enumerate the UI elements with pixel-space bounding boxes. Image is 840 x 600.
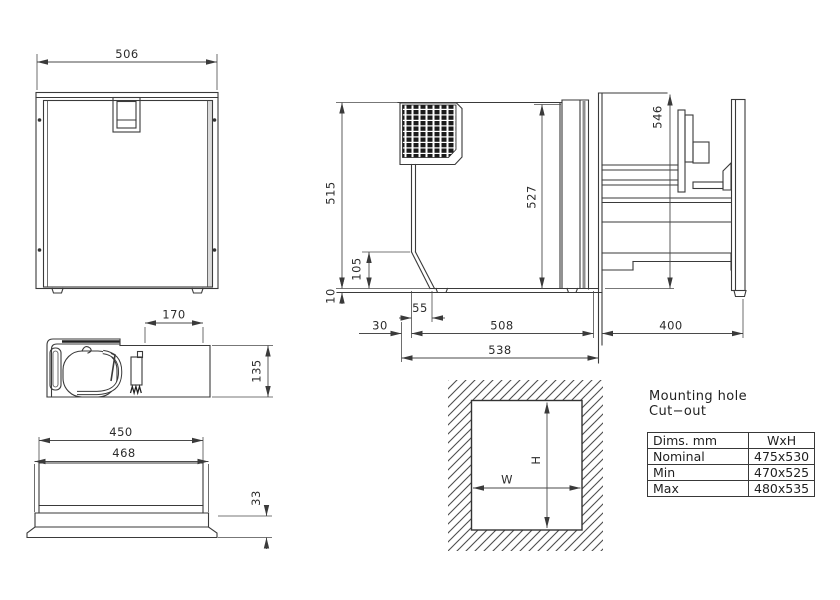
bracket-arm	[692, 181, 724, 190]
cabinet-outer-frame	[35, 91, 219, 290]
dim-450: 450	[38, 425, 204, 461]
cutout-dimensions-table: Dims. mm WxH Nominal 475x530 Min 470x525…	[647, 432, 816, 497]
dim-label-468: 468	[112, 446, 135, 460]
latch-outer	[112, 96, 141, 133]
bracket-bar-short	[684, 114, 694, 163]
bracket-plate	[49, 347, 62, 391]
dim-label-170: 170	[162, 308, 185, 322]
dim-label-400: 400	[659, 319, 682, 333]
dim-105: 105	[350, 251, 410, 289]
dim-400: 400	[602, 299, 744, 338]
screw-icon	[37, 248, 42, 252]
condenser-surround	[399, 102, 463, 166]
dim-label-30: 30	[372, 319, 388, 333]
dim-538: 538	[401, 343, 599, 361]
row-value: 480x535	[747, 480, 816, 497]
door-right-strip	[207, 100, 213, 287]
dim-label-55: 55	[412, 301, 428, 315]
table-header-dims: Dims. mm	[647, 432, 749, 449]
body-foot-rear	[435, 287, 449, 294]
table-header-row: Dims. mm WxH	[647, 432, 816, 449]
table-row-nominal: Nominal 475x530	[647, 448, 816, 465]
foot-right	[191, 287, 204, 294]
row-label: Min	[647, 464, 749, 481]
dim-label-33: 33	[249, 490, 263, 506]
dim-label-527: 527	[525, 185, 539, 208]
fitting-block	[130, 356, 143, 386]
front-view: 506	[35, 47, 219, 294]
door-top-view	[26, 462, 218, 539]
condenser-fins	[402, 104, 457, 158]
fitting-nub	[136, 350, 144, 359]
compressor-housing-outer	[46, 338, 121, 398]
base-plinth	[26, 526, 218, 539]
tube-bend	[110, 352, 116, 382]
tube-curl	[81, 346, 92, 354]
screw-icon	[37, 118, 42, 122]
compressor-body	[62, 350, 118, 398]
slide-rails-upper	[601, 164, 679, 186]
dim-546: 546	[605, 94, 674, 289]
bracket-bar-tall	[677, 109, 686, 193]
row-label: Nominal	[647, 448, 749, 465]
table-header-wxh: WxH	[747, 432, 816, 449]
dim-468: 468	[34, 446, 209, 512]
dim-label-538: 538	[488, 343, 511, 357]
cutout-note-line1: Mounting hole	[649, 389, 747, 404]
side-view: 515 527 546 105 10 55	[324, 92, 747, 364]
dim-55: 55	[399, 291, 445, 338]
lower-chamfer-outer	[410, 251, 431, 290]
body-foot-front	[566, 287, 579, 294]
dim-508: 508	[411, 291, 594, 338]
latch-inner	[116, 100, 137, 129]
front-width-dimension: 506	[36, 47, 218, 90]
row-value: 470x525	[747, 464, 816, 481]
door-panel	[42, 99, 214, 288]
foot-left	[51, 287, 64, 294]
cutout-view: W H	[448, 380, 603, 551]
drawer-door-panel	[730, 98, 746, 292]
dim-label-515: 515	[324, 181, 338, 204]
spring-symbol	[129, 384, 142, 396]
dim-label-10: 10	[324, 288, 338, 304]
cutout-opening	[470, 399, 583, 531]
table-row-max: Max 480x535	[647, 480, 816, 497]
door-latch	[112, 96, 141, 133]
screw-icon	[212, 118, 217, 122]
dim-170: 170	[144, 308, 204, 343]
table-row-min: Min 470x525	[647, 464, 816, 481]
dim-527: 527	[525, 104, 561, 289]
mounting-screws	[37, 118, 217, 252]
dim-label-105: 105	[350, 257, 364, 280]
dim-label-508: 508	[490, 319, 513, 333]
dim-33: 33	[218, 490, 272, 549]
dim-label-506: 506	[115, 47, 138, 61]
cutout-width-label: W	[501, 473, 513, 487]
bracket-plate-inner	[52, 350, 59, 388]
drawer-door-foot	[733, 289, 747, 298]
cutout-note-line2: Cut−out	[649, 404, 707, 419]
dim-135: 135	[212, 345, 273, 398]
cutout-height-label: H	[529, 455, 543, 464]
cutout-note: Mounting hole Cut−out	[649, 389, 747, 419]
compressor-tube-inner	[77, 350, 122, 395]
bracket-wedge	[722, 161, 732, 191]
dim-30: 30	[359, 319, 402, 362]
slide-rails-middle	[601, 197, 732, 223]
row-value: 475x530	[747, 448, 816, 465]
compressor	[62, 346, 144, 398]
top-view: 170 135 450 468	[26, 308, 273, 549]
lower-chamfer-inner	[414, 251, 436, 290]
dim-10: 10	[324, 277, 345, 304]
dim-label-546: 546	[651, 105, 665, 128]
dim-label-135: 135	[250, 359, 264, 382]
row-label: Max	[647, 480, 749, 497]
bracket-block	[692, 141, 710, 164]
dim-label-450: 450	[109, 425, 132, 439]
slide-rails-lower	[601, 252, 732, 271]
screw-icon	[212, 248, 217, 252]
dim-515: 515	[324, 102, 430, 289]
